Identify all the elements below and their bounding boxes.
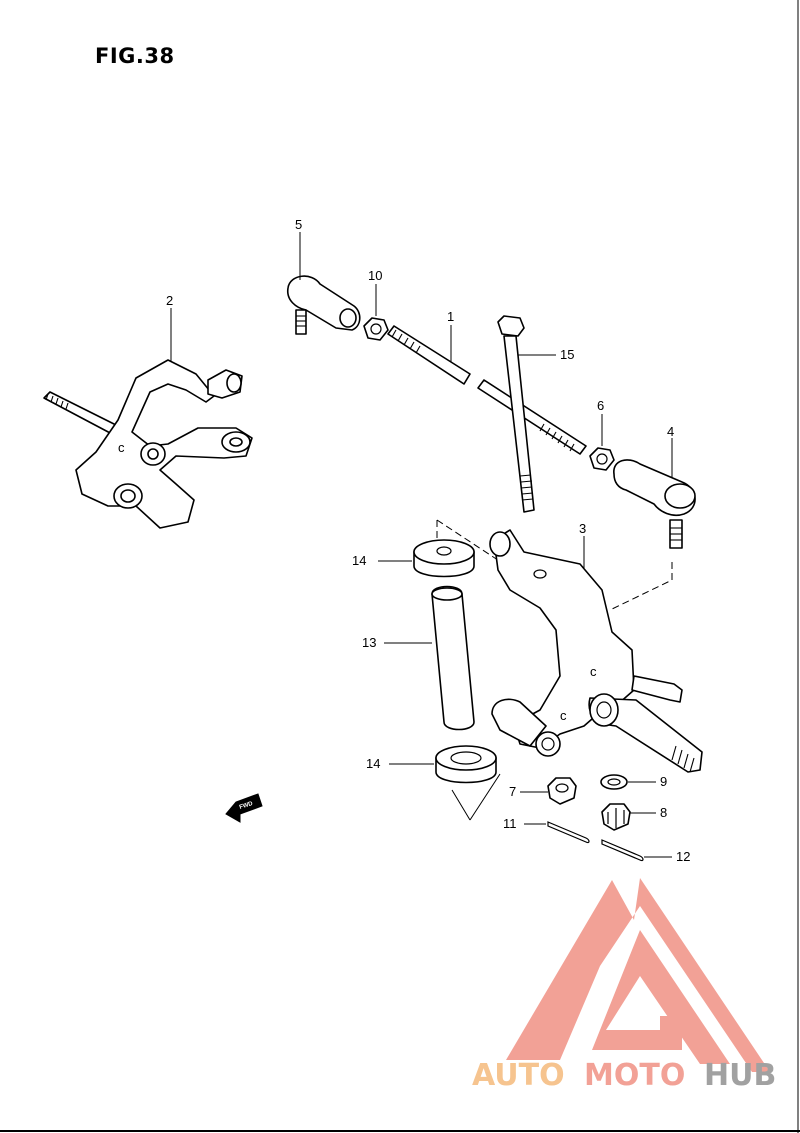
part-13-sleeve	[431, 585, 475, 731]
callout-14-bottom: 14	[366, 756, 380, 771]
part-2-knuckle-arm: c	[43, 359, 253, 529]
svg-text:c: c	[590, 664, 597, 679]
svg-text:c: c	[560, 708, 567, 723]
part-11-cotter-pin	[547, 821, 590, 844]
fwd-label: FWD	[239, 801, 254, 811]
callout-2: 2	[166, 293, 173, 308]
callout-14-top: 14	[352, 553, 366, 568]
callout-10: 10	[368, 268, 382, 283]
part-7-nut	[547, 777, 577, 805]
part-1-tie-rod	[387, 325, 587, 455]
callout-3: 3	[579, 521, 586, 536]
callout-15: 15	[560, 347, 574, 362]
watermark-text-hub: HUB	[704, 1058, 776, 1093]
automotohub-logo-icon: AUTO MOTO HUB	[472, 878, 776, 1093]
part-6-nut	[589, 447, 615, 471]
callout-9: 9	[660, 774, 667, 789]
part-14-bushing-bottom	[435, 745, 497, 784]
callout-6: 6	[597, 398, 604, 413]
part-5-tie-rod-end	[286, 275, 361, 335]
callout-8: 8	[660, 805, 667, 820]
callout-1: 1	[447, 309, 454, 324]
watermark-text-auto: AUTO	[472, 1058, 565, 1093]
callout-13: 13	[362, 635, 376, 650]
callout-11: 11	[503, 816, 517, 831]
part-4-tie-rod-end	[613, 459, 696, 549]
callout-4: 4	[667, 424, 674, 439]
part-8-castle-nut	[601, 803, 631, 831]
callout-5: 5	[295, 217, 302, 232]
part-9-washer	[600, 774, 628, 790]
part-3-knuckle: c c	[489, 529, 703, 773]
callout-7: 7	[509, 784, 516, 799]
part-12-cotter-pin	[601, 839, 644, 862]
watermark-text-moto: MOTO	[584, 1058, 685, 1093]
part-10-nut	[363, 317, 389, 341]
part-15-bolt	[497, 315, 535, 513]
part-14-bushing-top	[413, 539, 475, 578]
svg-text:c: c	[118, 440, 125, 455]
figure-title: FIG.38	[95, 44, 175, 68]
callout-12: 12	[676, 849, 690, 864]
fwd-arrow-icon: FWD	[225, 793, 263, 823]
